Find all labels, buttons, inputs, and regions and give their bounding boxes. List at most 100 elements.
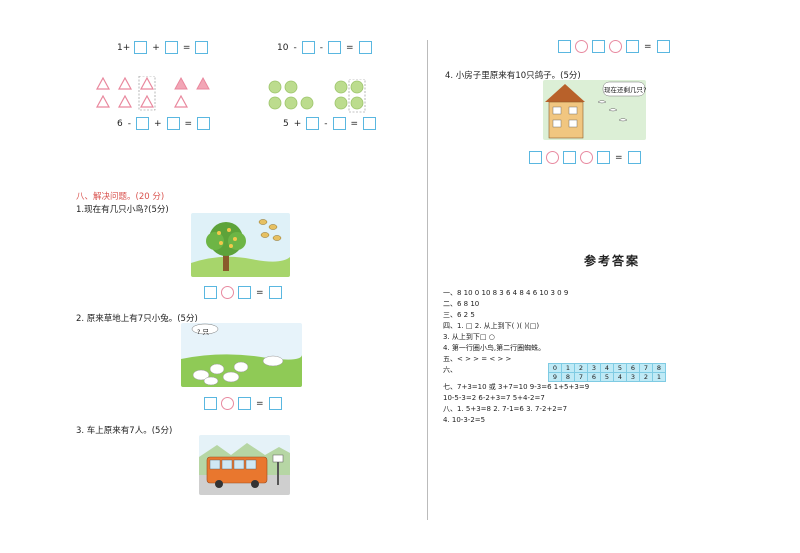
question-4-answer: = xyxy=(529,151,641,164)
section-heading: 八、解决问题。(20 分) xyxy=(76,192,165,202)
answer-box[interactable] xyxy=(592,40,605,53)
answer-line: 三、6 2 5 xyxy=(443,311,475,319)
eq-lead: 1+ xyxy=(117,42,131,53)
table-cell: 0 xyxy=(548,363,562,373)
equation-row-2: 10 - - = xyxy=(277,41,372,54)
answer-line: 4. 第一行圈小鸟,第二行圈蜘蛛。 xyxy=(443,344,546,352)
table-cell: 1 xyxy=(561,363,575,373)
operator-circle[interactable] xyxy=(580,151,593,164)
operator: + xyxy=(293,118,302,129)
question-1: 1.现在有几只小鸟?(5分) xyxy=(76,205,169,215)
answer-line: 四、1. □ 2. 从上到下( )( )(□) xyxy=(443,322,540,330)
answer-line: 3. 从上到下□ ○ xyxy=(443,333,495,341)
answer-box[interactable] xyxy=(166,117,180,130)
question-1-answer: = xyxy=(204,286,282,299)
answer-table: 0 1 2 3 4 5 6 7 8 9 8 7 6 5 4 3 2 1 xyxy=(548,363,666,382)
answer-box[interactable] xyxy=(204,286,217,299)
triangles-illustration xyxy=(95,76,210,111)
operator: = xyxy=(184,118,193,129)
operator: = xyxy=(350,118,359,129)
table-cell: 5 xyxy=(600,372,614,382)
answer-box[interactable] xyxy=(301,41,315,54)
table-cell: 4 xyxy=(613,372,627,382)
table-cell: 7 xyxy=(574,372,588,382)
pigeon-bubble-text: 现在还剩几只? xyxy=(604,86,647,94)
answer-box[interactable] xyxy=(268,397,282,410)
answer-line: 4. 10-3-2=5 xyxy=(443,416,486,424)
table-cell: 3 xyxy=(587,363,601,373)
table-cell: 8 xyxy=(652,363,666,373)
tree-birds-picture xyxy=(191,213,290,277)
answer-line: 六、 xyxy=(443,366,457,374)
answer-box[interactable] xyxy=(327,41,341,54)
table-cell: 8 xyxy=(561,372,575,382)
operator-circle[interactable] xyxy=(609,40,622,53)
house-pigeons-picture xyxy=(543,80,646,140)
answer-box[interactable] xyxy=(197,117,211,130)
eq-lead: 10 xyxy=(277,42,289,53)
answer-box[interactable] xyxy=(204,397,217,410)
equals-sign: = xyxy=(615,152,623,163)
operator-circle[interactable] xyxy=(221,397,234,410)
answer-box[interactable] xyxy=(268,286,282,299)
answer-box[interactable] xyxy=(135,117,149,130)
answers-title: 参考答案 xyxy=(584,254,641,268)
table-cell: 4 xyxy=(600,363,614,373)
answer-box[interactable] xyxy=(563,151,576,164)
answer-line: 10-5-3=2 6-2+3=7 5+4-2=7 xyxy=(443,394,545,402)
operator: + xyxy=(152,42,160,53)
answer-box[interactable] xyxy=(597,151,610,164)
equation-row-3: 6 - + = xyxy=(117,117,211,130)
table-cell: 7 xyxy=(639,363,653,373)
answer-box[interactable] xyxy=(134,41,148,54)
answer-line: 八、1. 5+3=8 2. 7-1=6 3. 7-2+2=7 xyxy=(443,405,568,413)
operator: = xyxy=(345,42,354,53)
answer-box[interactable] xyxy=(195,41,209,54)
table-cell: 5 xyxy=(613,363,627,373)
operator-circle[interactable] xyxy=(221,286,234,299)
rabbit-bubble-text: ? 只 xyxy=(197,328,210,336)
operator-circle[interactable] xyxy=(575,40,588,53)
answer-box[interactable] xyxy=(238,397,251,410)
answer-box[interactable] xyxy=(529,151,542,164)
equation-row-1: 1+ + = xyxy=(117,41,209,54)
equals-sign: = xyxy=(256,287,264,298)
answers-block-2: 七、7+3=10 或 3+7=10 9-3=6 1+5+3=9 10-5-3=2… xyxy=(443,382,743,426)
answer-line: 二、6 8 10 xyxy=(443,300,480,308)
answers-block: 一、8 10 0 10 8 3 6 4 8 4 6 10 3 0 9 二、6 8… xyxy=(443,288,743,376)
operator: - xyxy=(324,118,328,129)
question-3: 3. 车上原来有7人。(5分) xyxy=(76,426,173,436)
table-cell: 1 xyxy=(652,372,666,382)
answer-box[interactable] xyxy=(656,40,670,53)
top-right-equation: = xyxy=(558,40,670,53)
answer-line: 一、8 10 0 10 8 3 6 4 8 4 6 10 3 0 9 xyxy=(443,289,569,297)
operator: = xyxy=(182,42,191,53)
eq-lead: 5 xyxy=(283,118,289,129)
question-2: 2. 原来草地上有7只小兔。(5分) xyxy=(76,314,198,324)
operator: - xyxy=(293,42,297,53)
answer-box[interactable] xyxy=(332,117,346,130)
operator: - xyxy=(127,118,131,129)
table-cell: 3 xyxy=(626,372,640,382)
circles-illustration xyxy=(268,79,366,113)
answer-box[interactable] xyxy=(306,117,320,130)
answer-box[interactable] xyxy=(627,151,641,164)
answer-box[interactable] xyxy=(164,41,178,54)
operator-circle[interactable] xyxy=(546,151,559,164)
equals-sign: = xyxy=(644,41,652,52)
equals-sign: = xyxy=(256,398,264,409)
column-divider xyxy=(427,40,428,520)
answer-box[interactable] xyxy=(558,40,571,53)
answer-box[interactable] xyxy=(626,40,639,53)
answer-line: 七、7+3=10 或 3+7=10 9-3=6 1+5+3=9 xyxy=(443,383,590,391)
answer-box[interactable] xyxy=(363,117,377,130)
table-row: 0 1 2 3 4 5 6 7 8 xyxy=(548,363,666,373)
question-2-answer: = xyxy=(204,397,282,410)
table-row: 9 8 7 6 5 4 3 2 1 xyxy=(548,372,666,382)
bus-picture xyxy=(199,435,290,495)
table-cell: 6 xyxy=(587,372,601,382)
answer-line: 五、< > > = < > > xyxy=(443,355,512,363)
answer-box[interactable] xyxy=(358,41,372,54)
question-4: 4. 小房子里原来有10只鸽子。(5分) xyxy=(445,71,581,81)
answer-box[interactable] xyxy=(238,286,251,299)
